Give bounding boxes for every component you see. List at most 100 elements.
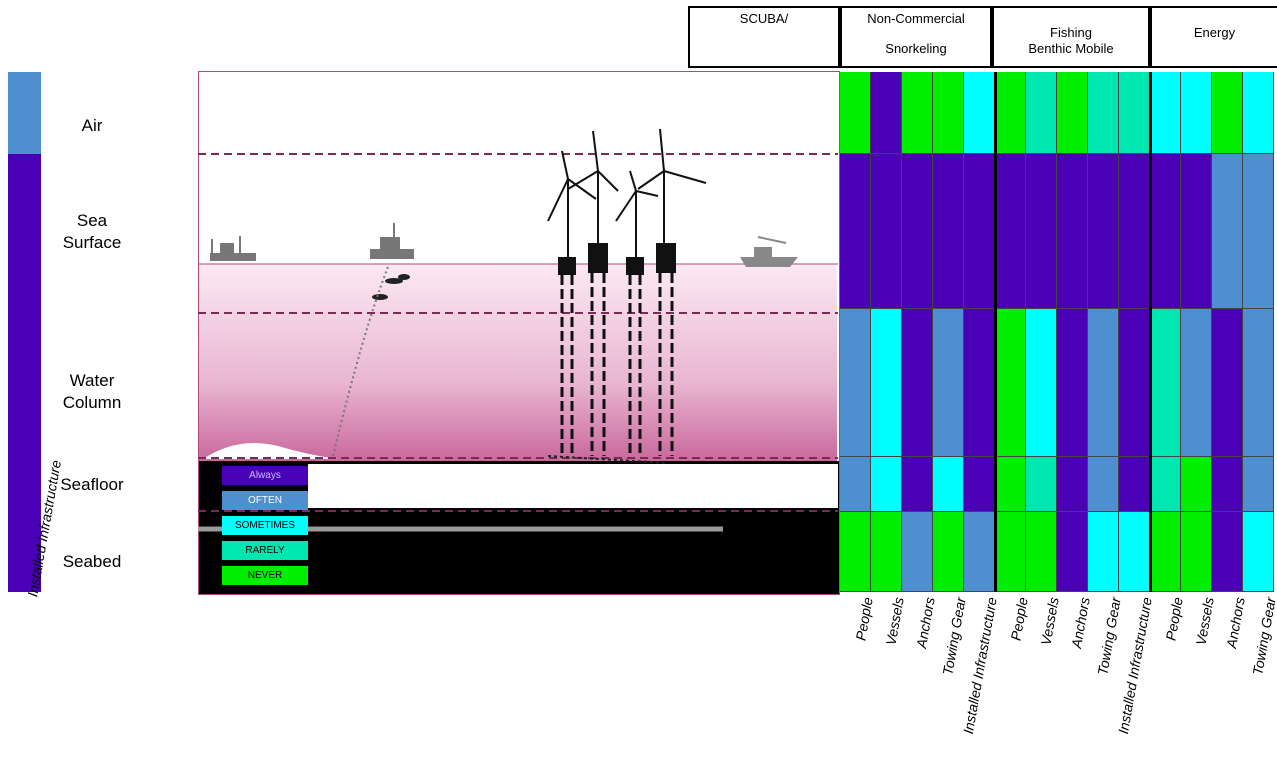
sport-boat-icon <box>740 236 798 267</box>
header-fishing-label: Fishing <box>1050 25 1092 40</box>
grid-cell <box>840 72 871 154</box>
header-scuba: SCUBA/ <box>688 6 840 68</box>
grid-cell <box>840 309 871 457</box>
grid-cell <box>1150 309 1181 457</box>
grid-cell <box>1088 154 1119 309</box>
legend-rarely: RARELY <box>222 541 308 560</box>
grid-cell <box>1057 309 1088 457</box>
grid-cell <box>1181 457 1212 512</box>
column-label: People <box>1007 596 1031 642</box>
grid-cell <box>871 457 902 512</box>
grid-cell <box>871 154 902 309</box>
grid-cell <box>871 512 902 592</box>
left-strip <box>8 72 41 592</box>
grid-cell <box>1212 309 1243 457</box>
anchor-line <box>332 266 389 457</box>
header-fishing: Fishing Benthic Mobile <box>992 6 1150 68</box>
water-body <box>199 264 837 461</box>
grid-cell <box>902 309 933 457</box>
left-strip-surface <box>8 154 41 309</box>
interaction-grid <box>840 72 1277 592</box>
grid-cell <box>933 309 964 457</box>
grid-cell <box>1243 154 1274 309</box>
header-benthic-label: Benthic Mobile <box>1028 41 1114 56</box>
column-label: Towing Gear <box>1249 596 1277 677</box>
grid-cell <box>1212 512 1243 592</box>
grid-cell <box>1057 512 1088 592</box>
column-label: Vessels <box>1192 596 1217 647</box>
column-label: Installed Infrastructure <box>959 596 1000 736</box>
grid-cell <box>1026 154 1057 309</box>
grid-cell <box>995 72 1026 154</box>
column-label: Towing Gear <box>939 596 969 677</box>
grid-cell <box>995 154 1026 309</box>
left-strip-seafloor <box>8 457 41 512</box>
grid-cell <box>1057 457 1088 512</box>
header-scuba-label: SCUBA/ <box>739 11 789 26</box>
wind-turbines <box>547 128 707 261</box>
grid-cell <box>840 512 871 592</box>
zone-label-sea-surface: Sea Surface <box>62 211 122 252</box>
grid-cell <box>1181 154 1212 309</box>
grid-cell <box>1088 72 1119 154</box>
zone-label-air: Air <box>81 116 103 135</box>
legend-often: OFTEN <box>222 491 308 510</box>
grid-cell <box>1150 154 1181 309</box>
column-label: Anchors <box>1068 596 1093 650</box>
grid-cell <box>1150 512 1181 592</box>
grid-cell <box>1181 309 1212 457</box>
grid-cell <box>1088 512 1119 592</box>
column-label: Vessels <box>882 596 907 647</box>
header-energy-label: Energy <box>1193 25 1236 40</box>
legend-sometimes: SOMETIMES <box>222 516 308 535</box>
grid-cell <box>995 512 1026 592</box>
grid-cell <box>871 72 902 154</box>
zone-label-seafloor: Seafloor <box>60 475 124 494</box>
grid-cell <box>1026 72 1057 154</box>
fishing-vessel-icon <box>210 236 256 261</box>
grid-cell <box>1181 72 1212 154</box>
grid-cell <box>995 457 1026 512</box>
grid-cell <box>964 309 995 457</box>
grid-cell <box>902 457 933 512</box>
grid-cell <box>840 457 871 512</box>
grid-cell <box>964 457 995 512</box>
diver-icon <box>372 274 410 300</box>
grid-cell <box>902 72 933 154</box>
dive-boat-icon <box>370 223 414 259</box>
turbine-foundations <box>558 243 676 275</box>
grid-cell <box>1119 512 1150 592</box>
grid-cell <box>933 154 964 309</box>
column-label: Installed Infrastructure <box>1114 596 1155 736</box>
grid-cell <box>902 154 933 309</box>
grid-cell <box>995 309 1026 457</box>
grid-cell <box>1243 72 1274 154</box>
legend-never: NEVER <box>222 566 308 585</box>
grid-cell <box>1119 154 1150 309</box>
grid-cell <box>1088 457 1119 512</box>
grid-cell <box>1057 154 1088 309</box>
column-label: Towing Gear <box>1094 596 1124 677</box>
zone-label-water-column: Water Column <box>62 371 122 412</box>
grid-cell <box>1026 457 1057 512</box>
grid-cell <box>871 309 902 457</box>
header-noncommercial: Non-Commercial Snorkeling <box>840 6 992 68</box>
header-energy: Energy <box>1150 6 1277 68</box>
grid-cell <box>964 72 995 154</box>
column-label: People <box>852 596 876 642</box>
left-strip-air <box>8 72 41 154</box>
zone-label-seabed: Seabed <box>62 552 122 571</box>
group-separator <box>1149 72 1152 592</box>
grid-cell <box>1119 457 1150 512</box>
grid-cell <box>1150 457 1181 512</box>
legend-always: Always <box>222 466 308 485</box>
grid-cell <box>840 154 871 309</box>
column-label: Vessels <box>1037 596 1062 647</box>
grid-cell <box>964 154 995 309</box>
grid-cell <box>1212 457 1243 512</box>
left-strip-column <box>8 309 41 457</box>
grid-cell <box>1243 457 1274 512</box>
grid-cell <box>1057 72 1088 154</box>
left-strip-seabed <box>8 512 41 592</box>
